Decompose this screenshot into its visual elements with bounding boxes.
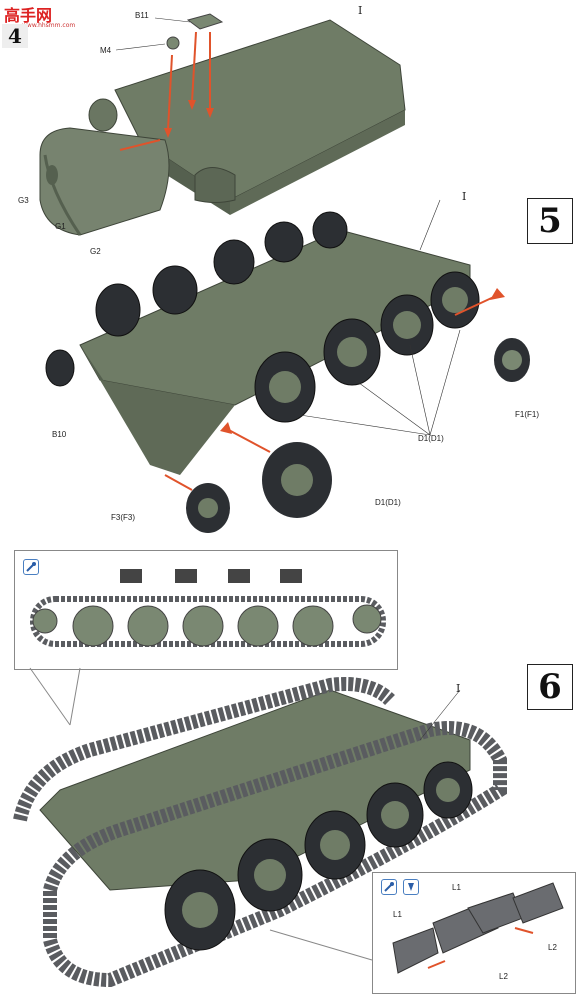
label-m4: M4	[100, 46, 112, 55]
label-d1-a: D1(D1)	[418, 434, 444, 443]
step4-number: 4	[2, 24, 28, 48]
track-links-view	[392, 882, 564, 974]
step5-illustration	[45, 199, 530, 533]
paint-brush-icon	[23, 559, 39, 575]
step6-illustration	[13, 677, 507, 988]
watermark-title: 高手网	[4, 6, 53, 25]
label-i-step5: I	[462, 190, 467, 203]
label-g1: G1	[55, 222, 66, 231]
label-i-step4: I	[358, 4, 363, 17]
step4-illustration	[39, 13, 406, 236]
label-l1-a: L1	[393, 910, 402, 919]
label-l2-b: L2	[548, 943, 557, 952]
label-f1: F1(F1)	[515, 410, 539, 419]
label-d1-b: D1(D1)	[375, 498, 401, 507]
label-l2-a: L2	[499, 972, 508, 981]
step5-number: 5	[527, 198, 573, 244]
glue-icon	[403, 879, 419, 895]
label-f3: F3(F3)	[111, 513, 135, 522]
label-g2: G2	[90, 247, 101, 256]
watermark-url: www.hhsmm.com	[22, 22, 76, 29]
label-g3: G3	[18, 196, 29, 205]
step6-number: 6	[527, 664, 573, 710]
detail-panel-links	[372, 872, 576, 994]
label-i-step6: I	[456, 682, 461, 695]
detail-panel-track	[14, 550, 398, 670]
label-b11: B11	[135, 11, 149, 20]
label-l1-b: L1	[452, 883, 461, 892]
paint-brush-icon-2	[381, 879, 397, 895]
track-side-view	[30, 569, 386, 647]
label-b10: B10	[52, 430, 67, 439]
